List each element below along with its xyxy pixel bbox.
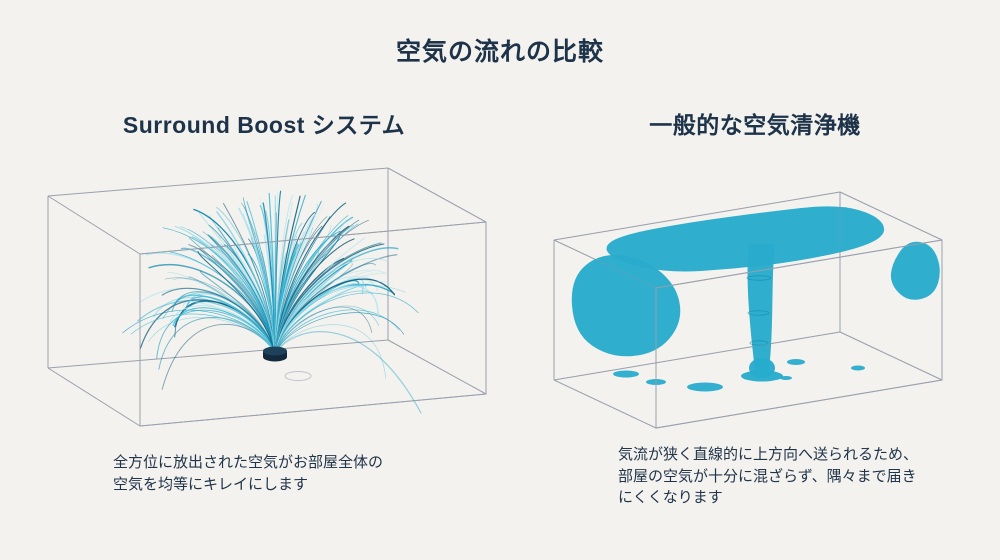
conventional-purifier-room-diagram	[553, 191, 943, 429]
column-airflow	[571, 206, 940, 392]
room-front-edges-left	[139, 221, 487, 427]
room-front-edges-right	[553, 191, 943, 429]
surround-boost-room-diagram	[47, 167, 487, 427]
left-panel-heading: Surround Boost システム	[122, 112, 406, 138]
fountain-airflow	[122, 190, 422, 414]
page-title: 空気の流れの比較	[395, 38, 604, 66]
right-caption-line2: 部屋の空気が十分に混ざらず、隅々まで届き	[618, 467, 917, 485]
right-caption-line3: にくくなります	[618, 489, 723, 506]
right-panel-heading: 一般的な空気清浄機	[649, 112, 861, 138]
right-caption-line1: 気流が狭く直線的に上方向へ送られるため、	[618, 446, 919, 463]
left-caption-line1: 全方位に放出された空気がお部屋全体の	[113, 454, 384, 471]
left-caption-line2: 空気を均等にキレイにします	[113, 475, 309, 493]
left-caption: 全方位に放出された空気がお部屋全体の 空気を均等にキレイにします	[113, 452, 383, 495]
right-caption: 気流が狭く直線的に上方向へ送られるため、 部屋の空気が十分に混ざらず、隅々まで届…	[618, 444, 918, 509]
